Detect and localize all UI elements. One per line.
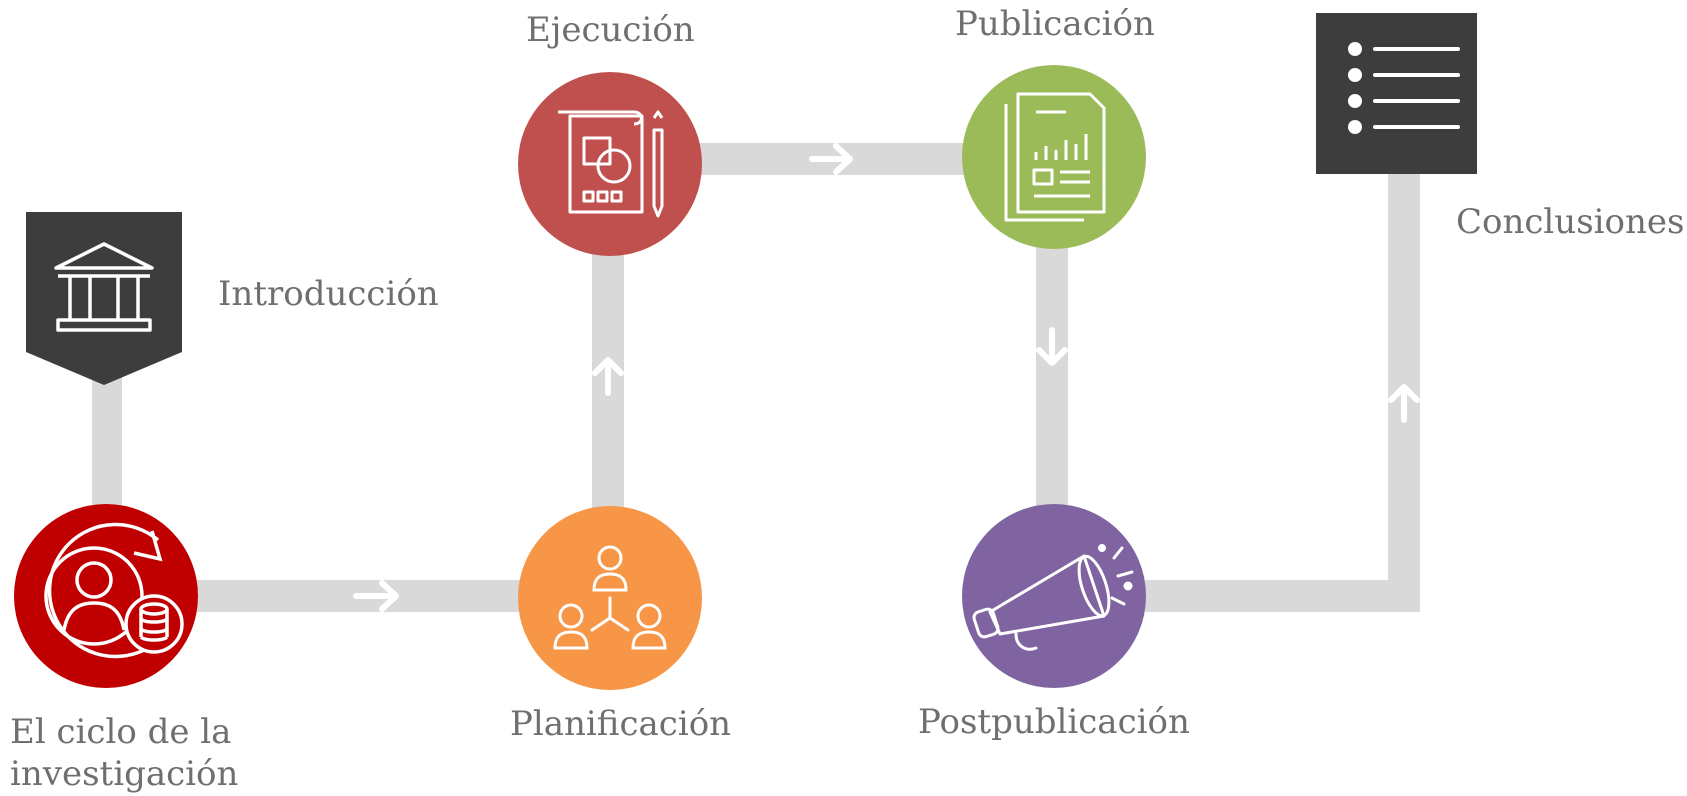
label-ejecucion: Ejecución xyxy=(526,10,695,50)
arrow-down-icon xyxy=(1036,327,1068,366)
team-hierarchy-icon xyxy=(553,545,667,650)
step-publicacion xyxy=(962,65,1146,249)
list-icon xyxy=(1348,42,1460,134)
introduccion-badge xyxy=(26,212,182,385)
arrow-up-icon xyxy=(592,357,624,396)
conclusiones-box xyxy=(1316,13,1477,174)
arrow-right-icon xyxy=(353,580,399,612)
ciclo-circle xyxy=(14,504,198,688)
report-icon xyxy=(1004,92,1106,222)
label-publicacion: Publicación xyxy=(955,4,1155,44)
label-ciclo-line2: investigación xyxy=(10,754,239,794)
design-document-icon xyxy=(558,110,664,218)
connector-publicacion-to-postpublicacion xyxy=(1036,230,1068,510)
step-ciclo xyxy=(14,504,198,688)
publicacion-circle xyxy=(962,65,1146,249)
label-postpublicacion: Postpublicación xyxy=(918,702,1190,742)
postpublicacion-circle xyxy=(962,504,1146,688)
arrow-up-icon xyxy=(1388,384,1420,423)
label-introduccion: Introducción xyxy=(218,274,439,314)
research-cycle-icon xyxy=(44,522,184,659)
megaphone-icon xyxy=(972,544,1134,651)
step-ejecucion xyxy=(518,72,702,256)
step-postpublicacion xyxy=(962,504,1146,688)
step-conclusiones xyxy=(1316,13,1477,174)
bank-icon xyxy=(54,242,154,332)
arrow-right-icon xyxy=(809,143,853,175)
step-introduccion xyxy=(26,212,182,385)
label-planificacion: Planificación xyxy=(510,704,732,744)
connector-postpublicacion-horizontal xyxy=(1110,580,1420,612)
label-ciclo-line1: El ciclo de la xyxy=(10,712,232,752)
label-conclusiones: Conclusiones xyxy=(1456,202,1685,242)
step-planificacion xyxy=(518,506,702,690)
connectors xyxy=(92,143,1420,612)
flow-arrows xyxy=(353,143,1420,612)
